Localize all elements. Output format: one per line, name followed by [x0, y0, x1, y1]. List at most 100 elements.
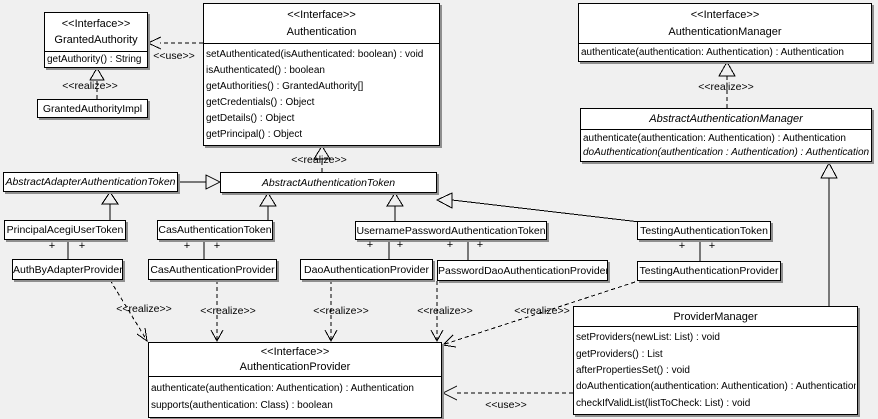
method: doAuthentication(authentication: Authent… [576, 381, 856, 393]
stereotype-label: <<Interface>> [690, 9, 760, 21]
class-granted-authority: <<Interface>> GrantedAuthority getAuthor… [44, 12, 148, 68]
realize-label: <<realize>> [417, 305, 473, 317]
use-label: <<use>> [485, 399, 527, 411]
class-header: <<Interface>> Authentication [204, 4, 439, 43]
class-granted-authority-impl: GrantedAuthorityImpl [37, 99, 148, 118]
method: authenticate(authentication: Authenticat… [583, 133, 846, 144]
class-name: TestingAuthenticationProvider [639, 265, 779, 277]
class-name: PasswordDaoAuthenticationProvider [438, 264, 607, 277]
realize-label: <<realize>> [291, 154, 347, 166]
methods-compartment: setAuthenticated(isAuthenticated: boolea… [204, 43, 439, 145]
class-name: GrantedAuthority [54, 34, 138, 47]
method: authenticate(authentication: Authenticat… [151, 383, 414, 394]
edge-realize-testingprovider-authenticationprovider [441, 281, 636, 348]
class-header: <<Interface>> AuthenticationManager [579, 4, 871, 43]
realize-label: <<realize>> [313, 305, 369, 317]
method: authenticate(authentication: Authenticat… [581, 47, 844, 58]
class-auth-by-adapter-provider: AuthByAdapterProvider [12, 259, 123, 280]
class-name: UsernamePasswordAuthenticationToken [356, 224, 546, 237]
methods-compartment: authenticate(authentication: Authenticat… [149, 376, 441, 417]
stereotype-label: <<Interface>> [61, 17, 131, 30]
methods-compartment: authenticate(authentication: Authenticat… [579, 43, 871, 61]
plus-adornment: + [183, 240, 191, 252]
edge-use-authentication-grantedauthority [146, 36, 203, 50]
method: getAuthority() : String [47, 54, 142, 65]
class-name: AbstractAuthenticationManager [649, 113, 803, 125]
plus-adornment: + [78, 240, 86, 252]
class-testing-authentication-provider: TestingAuthenticationProvider [637, 261, 781, 281]
class-name: DaoAuthenticationProvider [304, 263, 429, 276]
class-header: ProviderManager [574, 307, 857, 326]
class-header: <<Interface>> AuthenticationProvider [149, 343, 441, 376]
class-cas-authentication-provider: CasAuthenticationProvider [148, 259, 277, 280]
method: isAuthenticated() : boolean [206, 65, 325, 76]
edge-realize-passworddaoprovider-authenticationprovider [430, 281, 444, 343]
edge-gen-testingtoken-abstractauthenticationtoken [435, 192, 641, 223]
method: getDetails() : Object [206, 113, 295, 124]
class-testing-authentication-token: TestingAuthenticationToken [637, 221, 771, 240]
method: setAuthenticated(isAuthenticated: boolea… [206, 49, 424, 60]
class-name: PrincipalAcegiUserToken [6, 224, 124, 236]
plus-adornment: + [678, 240, 686, 252]
method: setProviders(newList: List) : void [576, 332, 720, 344]
class-name: AuthenticationManager [668, 26, 782, 38]
edge-realize-abstractauthenticationtoken-authentication [313, 145, 331, 172]
class-dao-authentication-provider: DaoAuthenticationProvider [300, 259, 433, 280]
plus-adornment: + [396, 239, 404, 251]
class-name: AuthByAdapterProvider [13, 263, 122, 276]
method: doAuthentication(authentication : Authen… [583, 147, 870, 158]
class-authentication-provider: <<Interface>> AuthenticationProvider aut… [148, 342, 442, 418]
edge-realize-authbyadapterprovider-authenticationprovider [109, 279, 148, 343]
class-abstract-adapter-authentication-token: AbstractAdapterAuthenticationToken [3, 172, 178, 192]
edge-realize-casprovider-authenticationprovider [210, 280, 224, 343]
realize-label: <<realize>> [200, 305, 256, 317]
class-name: GrantedAuthorityImpl [42, 102, 143, 115]
plus-adornment: + [48, 240, 56, 252]
edge-realize-abstractauthenticationmanager-authenticationmanager [718, 60, 736, 108]
method: supports(authentication: Class) : boolea… [151, 400, 333, 411]
plus-adornment: + [708, 240, 716, 252]
methods-compartment: setProviders(newList: List) : void getPr… [574, 326, 857, 414]
edge-gen-abstractadaptertoken-abstractauthenticationtoken [178, 174, 222, 190]
edge-realize-daoprovider-authenticationprovider [324, 280, 338, 343]
class-name: AbstractAuthenticationToken [261, 176, 396, 189]
edge-use-providermanager-authenticationprovider [441, 385, 573, 401]
edge-gen-providermanager-abstractauthenticationmanager [820, 161, 838, 306]
class-name: CasAuthenticationToken [158, 224, 272, 236]
method: getCredentials() : Object [206, 97, 315, 108]
realize-label: <<realize>> [698, 81, 754, 93]
class-name: AuthenticationProvider [239, 361, 351, 373]
edge-realize-grantedauthorityimpl-grantedauthority [89, 67, 105, 99]
class-name: Authentication [286, 26, 357, 38]
class-name: CasAuthenticationProvider [150, 263, 275, 276]
stereotype-label: <<Interface>> [260, 346, 330, 358]
realize-label: <<realize>> [62, 80, 118, 92]
plus-adornment: + [366, 239, 374, 251]
class-name: ProviderManager [673, 310, 758, 323]
edge-gen-casauthenticationtoken-abstractauthenticationtoken [259, 192, 277, 220]
edge-gen-principalacegiusertoken-abstractadaptertoken [101, 191, 119, 220]
method: getPrincipal() : Object [206, 129, 303, 140]
class-abstract-authentication-manager: AbstractAuthenticationManager authentica… [580, 108, 872, 162]
class-abstract-authentication-token: AbstractAuthenticationToken [220, 172, 437, 193]
plus-adornment: + [446, 239, 454, 251]
class-cas-authentication-token: CasAuthenticationToken [157, 220, 273, 240]
class-header: <<Interface>> GrantedAuthority [45, 13, 147, 51]
realize-label: <<realize>> [514, 305, 570, 317]
method: afterPropertiesSet() : void [576, 364, 690, 376]
stereotype-label: <<Interface>> [287, 9, 356, 21]
method: getProviders() : List [576, 348, 663, 360]
class-name: TestingAuthenticationToken [640, 224, 768, 237]
class-name: AbstractAdapterAuthenticationToken [5, 176, 176, 188]
use-label: <<use>> [153, 50, 195, 62]
class-username-password-authentication-token: UsernamePasswordAuthenticationToken [355, 221, 547, 240]
method: checkIfValidList(listToCheck: List) : vo… [576, 397, 751, 409]
class-password-dao-authentication-provider: PasswordDaoAuthenticationProvider [437, 260, 608, 281]
realize-label: <<realize>> [116, 303, 172, 315]
plus-adornment: + [213, 240, 221, 252]
class-authentication: <<Interface>> Authentication setAuthenti… [203, 3, 440, 146]
edge-gen-usernamepasswordtoken-abstractauthenticationtoken [386, 192, 404, 221]
class-header: AbstractAuthenticationManager [581, 109, 871, 129]
